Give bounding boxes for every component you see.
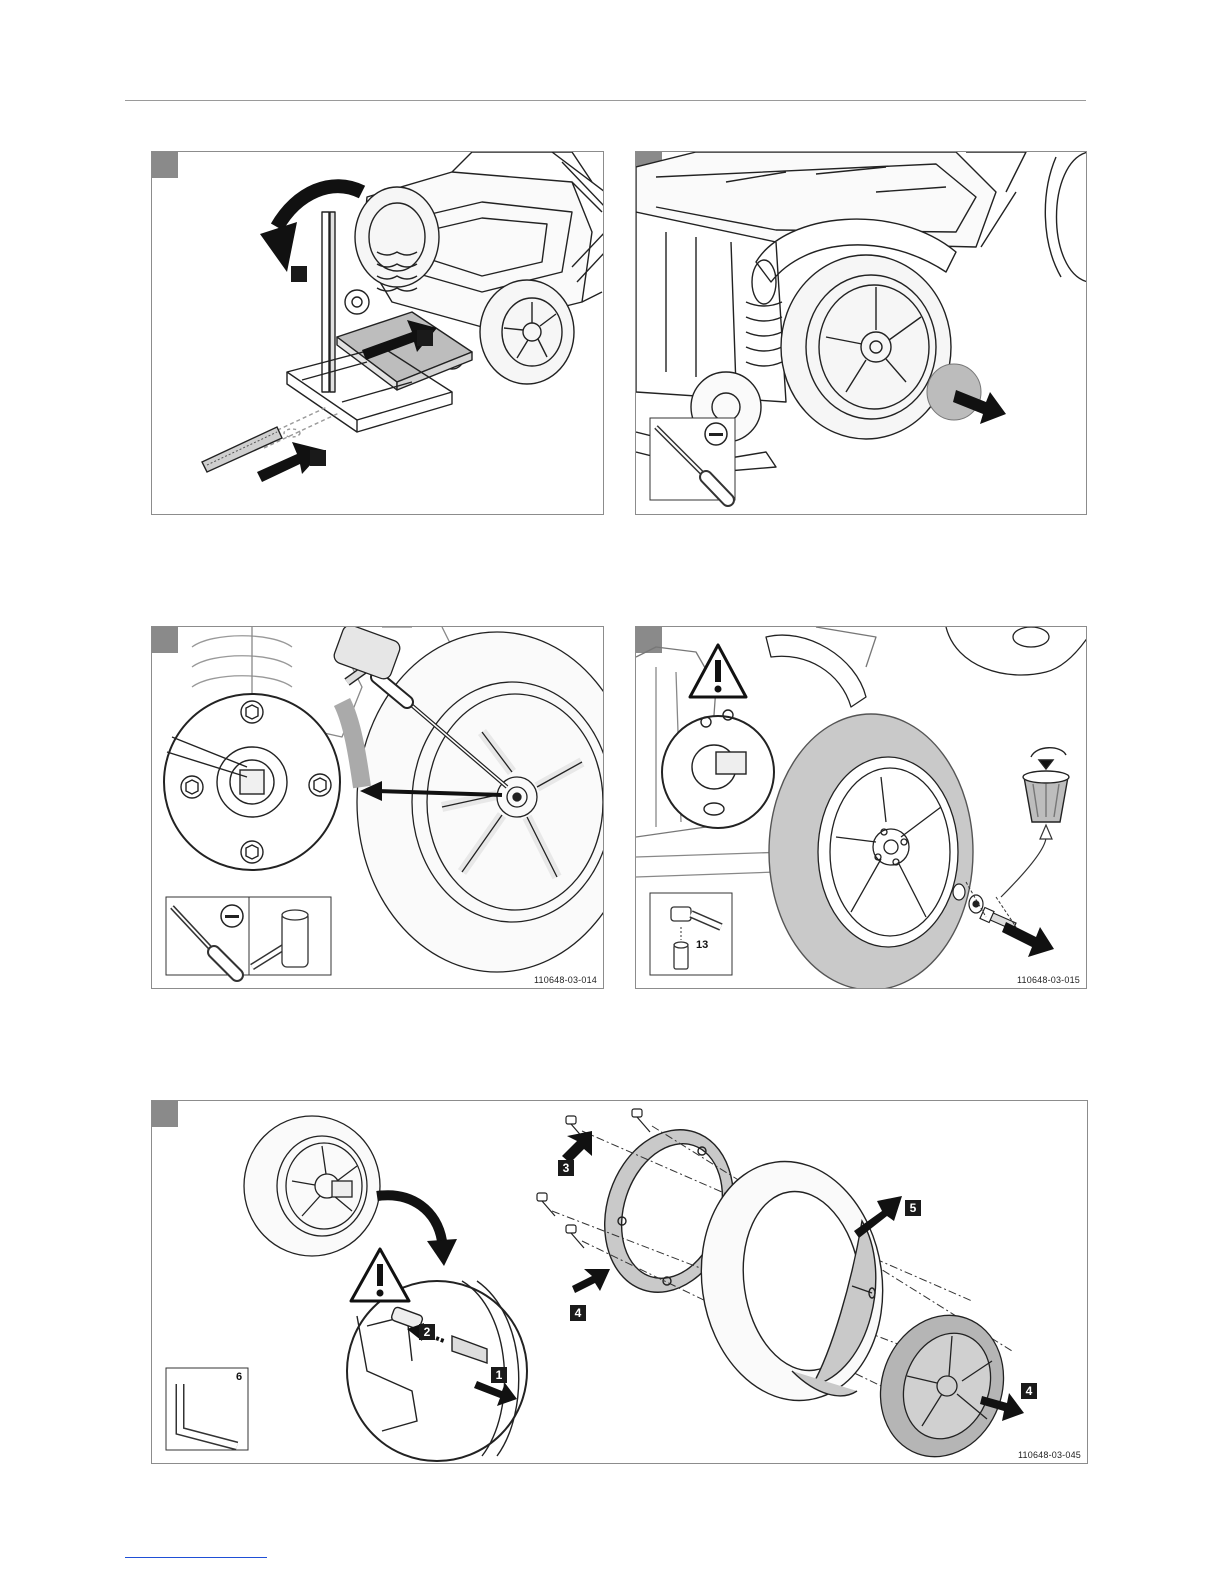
- figure-5-step-1: 1: [491, 1367, 507, 1383]
- figure-5-step-4b: 4: [1021, 1383, 1037, 1399]
- hex-key-size-label: 6: [236, 1371, 242, 1383]
- figure-5-code: 110648-03-045: [1018, 1450, 1081, 1460]
- jack-stand-illustration: [152, 152, 604, 515]
- axle-detail-magnifier: [662, 710, 774, 828]
- figure-5-step-5: 5: [905, 1200, 921, 1216]
- footer-link-rule: [125, 1557, 267, 1558]
- wrench-icon: [650, 893, 732, 975]
- figure-5-panel: 1 2 3 4 5 4 6 110648-03-045: [151, 1100, 1088, 1464]
- warning-icon: [351, 1249, 409, 1301]
- figure-5-step-4a: 4: [570, 1305, 586, 1321]
- hub-nut-illustration: [152, 627, 604, 989]
- figure-1-step-c: [310, 450, 326, 466]
- warning-icon: [690, 645, 746, 697]
- figure-5-step-2: 2: [419, 1324, 435, 1340]
- figure-1-step-b: [417, 330, 433, 346]
- tire-disassembly-illustration: [152, 1101, 1088, 1464]
- hub-detail-magnifier: [164, 694, 340, 870]
- trash-bin-icon: [1023, 748, 1069, 822]
- figure-4-panel: 13 110648-03-015: [635, 626, 1087, 989]
- figure-1-panel: [151, 151, 604, 515]
- figure-5-step-3: 3: [558, 1160, 574, 1176]
- wrench-size-label: 13: [696, 939, 708, 951]
- tools-inset: [166, 897, 331, 975]
- figure-1-step-a: [291, 266, 307, 282]
- figure-4-code: 110648-03-015: [1017, 975, 1080, 985]
- hubcap-removal-illustration: [636, 152, 1087, 515]
- figure-3-panel: 110648-03-014: [151, 626, 604, 989]
- header-rule: [125, 100, 1086, 101]
- figure-3-code: 110648-03-014: [534, 975, 597, 985]
- screwdriver-icon: [650, 418, 735, 500]
- figure-2-panel: [635, 151, 1087, 515]
- wheel-removal-illustration: [636, 627, 1087, 989]
